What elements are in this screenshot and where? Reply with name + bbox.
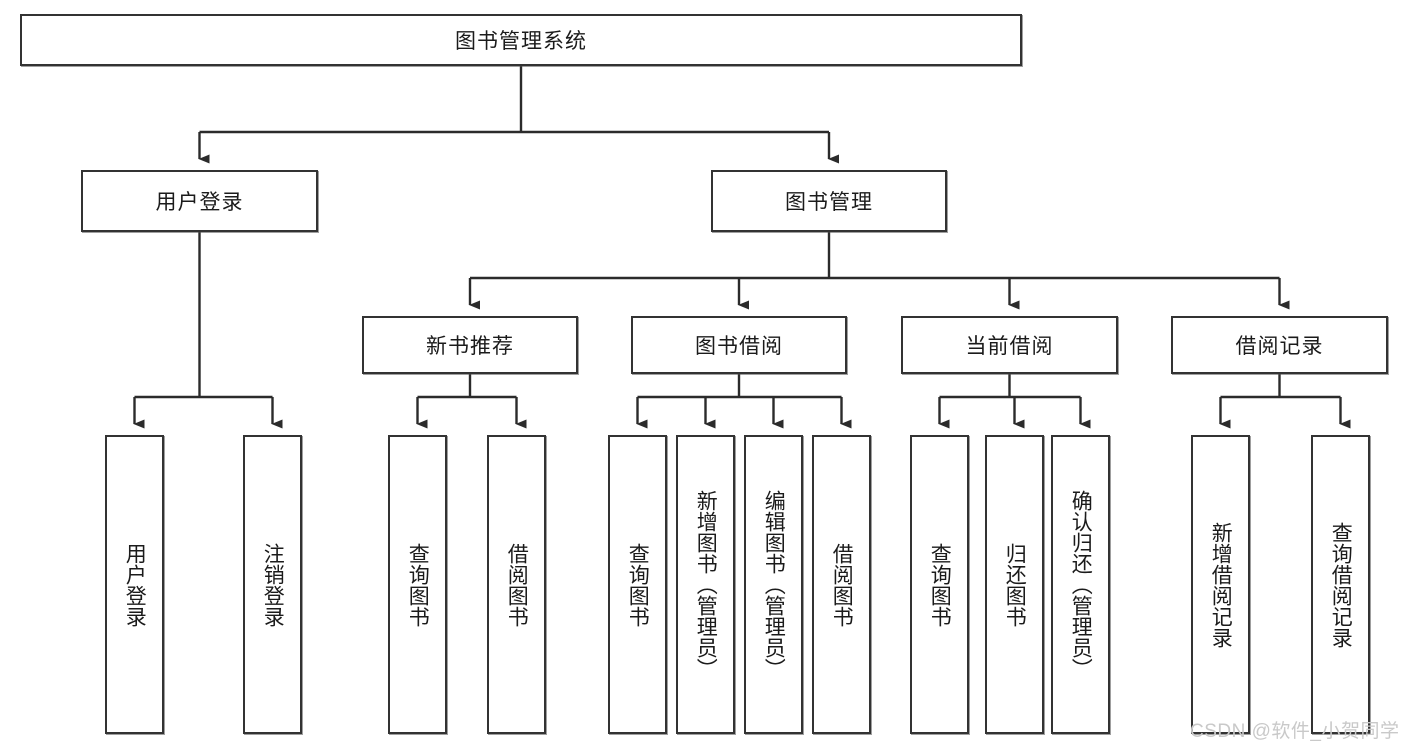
- node-label-new-book-rec: 新书推荐: [426, 335, 514, 358]
- node-leaf-borrow-book-1[interactable]: 借阅图书: [487, 435, 546, 734]
- node-root[interactable]: 图书管理系统: [20, 14, 1022, 66]
- node-leaf-add-book[interactable]: 新增图书（管理员）: [676, 435, 735, 734]
- node-label-leaf-query-book-2: 查询图书: [626, 542, 650, 627]
- node-borrow-record[interactable]: 借阅记录: [1171, 316, 1388, 374]
- node-label-leaf-add-book: 新增图书（管理员）: [694, 490, 718, 679]
- node-label-leaf-borrow-book-2: 借阅图书: [830, 542, 854, 627]
- node-label-root: 图书管理系统: [455, 30, 587, 53]
- node-leaf-query-book-1[interactable]: 查询图书: [388, 435, 447, 734]
- node-label-book-borrow: 图书借阅: [695, 335, 783, 358]
- node-label-user-login: 用户登录: [155, 191, 244, 214]
- node-label-leaf-confirm-return: 确认归还（管理员）: [1069, 490, 1093, 679]
- node-leaf-query-record[interactable]: 查询借阅记录: [1311, 435, 1370, 734]
- node-leaf-query-book-2[interactable]: 查询图书: [608, 435, 667, 734]
- node-label-leaf-add-record: 新增借阅记录: [1209, 521, 1233, 648]
- node-label-book-manage: 图书管理: [785, 191, 873, 214]
- node-leaf-query-book-3[interactable]: 查询图书: [910, 435, 969, 734]
- node-label-leaf-query-book-1: 查询图书: [406, 542, 430, 627]
- node-leaf-add-record[interactable]: 新增借阅记录: [1191, 435, 1250, 734]
- node-leaf-confirm-return[interactable]: 确认归还（管理员）: [1051, 435, 1110, 734]
- node-leaf-edit-book[interactable]: 编辑图书（管理员）: [744, 435, 803, 734]
- node-leaf-user-login[interactable]: 用户登录: [105, 435, 164, 734]
- node-user-login[interactable]: 用户登录: [81, 170, 318, 232]
- node-label-leaf-query-record: 查询借阅记录: [1329, 521, 1353, 648]
- node-current-borrow[interactable]: 当前借阅: [901, 316, 1118, 374]
- node-label-leaf-logout: 注销登录: [261, 542, 285, 627]
- node-leaf-borrow-book-2[interactable]: 借阅图书: [812, 435, 871, 734]
- node-label-leaf-query-book-3: 查询图书: [928, 542, 952, 627]
- node-label-leaf-edit-book: 编辑图书（管理员）: [762, 490, 786, 679]
- node-label-leaf-user-login: 用户登录: [123, 542, 147, 627]
- node-leaf-return-book[interactable]: 归还图书: [985, 435, 1044, 734]
- node-leaf-logout[interactable]: 注销登录: [243, 435, 302, 734]
- node-label-borrow-record: 借阅记录: [1235, 335, 1324, 358]
- node-new-book-rec[interactable]: 新书推荐: [362, 316, 578, 374]
- node-label-current-borrow: 当前借阅: [965, 335, 1054, 358]
- node-book-borrow[interactable]: 图书借阅: [631, 316, 847, 374]
- node-book-manage[interactable]: 图书管理: [711, 170, 947, 232]
- node-label-leaf-return-book: 归还图书: [1003, 542, 1027, 627]
- node-label-leaf-borrow-book-1: 借阅图书: [505, 542, 529, 627]
